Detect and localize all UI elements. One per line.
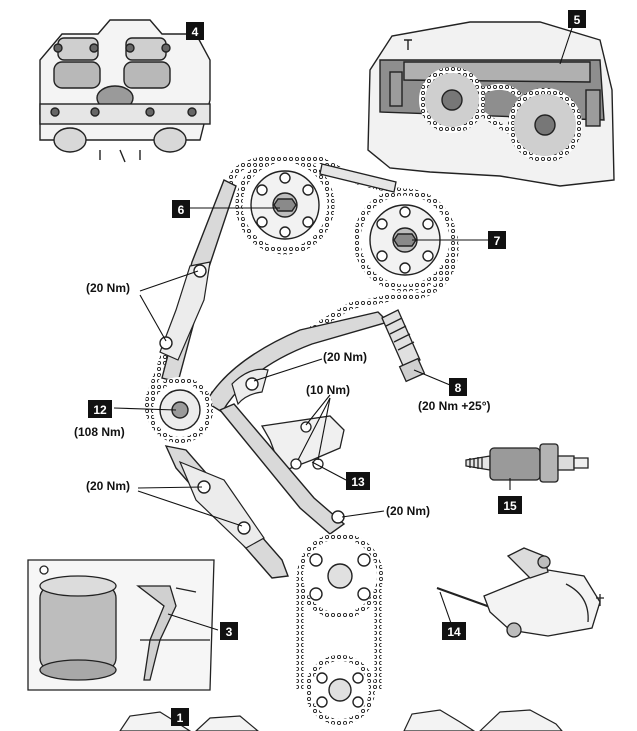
svg-text:15: 15 (503, 499, 517, 513)
intermediate-sprocket (297, 533, 383, 619)
torque-lower-rail-bolt: (20 Nm) (386, 504, 430, 518)
svg-text:8: 8 (455, 381, 462, 395)
camshaft-carrier-illustration (39, 19, 211, 163)
callout-3: 3 (220, 622, 238, 640)
callout-8: 8 (449, 378, 467, 396)
torque-tensioner-bolts: (10 Nm) (306, 383, 350, 397)
upper-chain-guide (319, 163, 397, 193)
torque-crank-sprocket: (108 Nm) (74, 425, 125, 439)
tensioner-plug (381, 309, 426, 383)
callout-12: 12 (88, 400, 112, 418)
guide-bolt-lower (159, 336, 173, 350)
lower-tensioner-rail (218, 403, 346, 535)
callout-4: 4 (186, 22, 204, 40)
lower-guide-bracket (178, 460, 265, 549)
svg-text:4: 4 (192, 25, 199, 39)
torque-tensioner-rail: (20 Nm) (323, 350, 367, 364)
svg-text:3: 3 (226, 625, 233, 639)
torque-guide-upper: (20 Nm) (86, 281, 130, 295)
guide-bolt-upper (193, 264, 207, 278)
svg-text:6: 6 (178, 203, 185, 217)
crankshaft-sprocket (147, 377, 213, 443)
callout-14: 14 (442, 622, 466, 640)
callout-6: 6 (172, 200, 190, 218)
locking-pin-tool (465, 443, 589, 483)
svg-text:1: 1 (177, 711, 184, 725)
svg-text:7: 7 (494, 234, 501, 248)
cam-locking-tool-illustration (367, 21, 615, 187)
callout-5: 5 (568, 10, 586, 28)
callout-13: 13 (346, 472, 370, 490)
svg-text:14: 14 (447, 625, 461, 639)
torque-lower-guide: (20 Nm) (86, 479, 130, 493)
callout-1: 1 (171, 708, 189, 726)
svg-text:13: 13 (351, 475, 365, 489)
torque-plug: (20 Nm +25°) (418, 399, 491, 413)
intake-cam-sprocket (235, 155, 335, 255)
svg-text:5: 5 (574, 13, 581, 27)
lower-guide-bolt-b (237, 521, 251, 535)
leader-lines (113, 21, 575, 631)
bottom-right-fragment (403, 709, 563, 731)
svg-text:12: 12 (93, 403, 107, 417)
guide-rail-bracket (159, 261, 211, 361)
callout-15: 15 (498, 496, 522, 514)
bottom-left-fragment (119, 711, 259, 731)
crank-locking-illustration (27, 559, 215, 691)
tensioner-with-pin (436, 547, 604, 638)
callout-7: 7 (488, 231, 506, 249)
oil-pump-sprocket (305, 655, 375, 725)
